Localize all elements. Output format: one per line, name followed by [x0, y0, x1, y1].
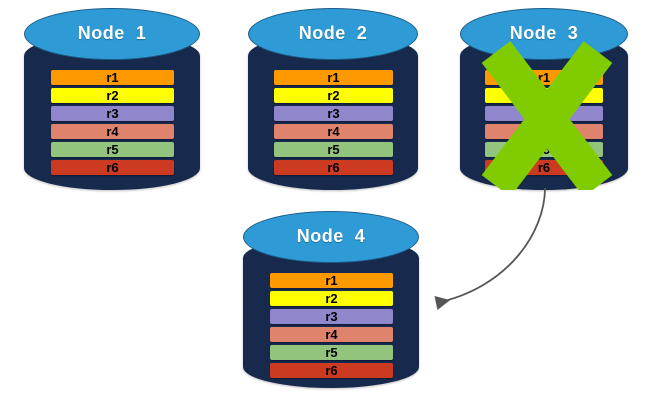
arrow-path	[434, 187, 546, 311]
row-bar[interactable]: r2	[485, 88, 603, 103]
node-cylinder-1[interactable]: Node 1 r1 r2 r3 r4 r5 r6	[24, 8, 200, 190]
node-title: Node 3	[509, 23, 579, 43]
row-bar[interactable]: r6	[51, 160, 174, 175]
node-cylinder-3[interactable]: Node 3 r1 r2 r3 r4 r5 r6	[460, 8, 628, 190]
row-bar[interactable]: r5	[51, 142, 174, 157]
cylinder-top-disc	[248, 8, 418, 60]
row-bar[interactable]: r2	[270, 291, 393, 306]
cylinder-top-disc	[243, 211, 419, 263]
node-title: Node 4	[296, 226, 366, 246]
row-bar[interactable]: r5	[270, 345, 393, 360]
row-bar[interactable]: r6	[270, 363, 393, 378]
row-bar[interactable]: r1	[270, 273, 393, 288]
node-title: Node 1	[77, 23, 147, 43]
row-bar[interactable]: r1	[485, 70, 603, 85]
cylinder-top-disc	[24, 8, 200, 60]
row-bar[interactable]: r3	[270, 309, 393, 324]
row-bar[interactable]: r4	[485, 124, 603, 139]
row-bar[interactable]: r3	[51, 106, 174, 121]
row-bar[interactable]: r3	[485, 106, 603, 121]
row-bar[interactable]: r1	[274, 70, 393, 85]
node-cylinder-2[interactable]: Node 2 r1 r2 r3 r4 r5 r6	[248, 8, 418, 190]
node-cylinder-4[interactable]: Node 4 r1 r2 r3 r4 r5 r6	[243, 211, 419, 388]
row-bar[interactable]: r5	[274, 142, 393, 157]
row-bar[interactable]: r1	[51, 70, 174, 85]
row-bar[interactable]: r2	[274, 88, 393, 103]
row-bar[interactable]: r4	[51, 124, 174, 139]
row-bar[interactable]: r6	[274, 160, 393, 175]
node-title: Node 2	[298, 23, 368, 43]
row-bar[interactable]: r4	[270, 327, 393, 342]
row-bar[interactable]: r4	[274, 124, 393, 139]
row-bar[interactable]: r5	[485, 142, 603, 157]
row-bar[interactable]: r3	[274, 106, 393, 121]
row-bar[interactable]: r2	[51, 88, 174, 103]
row-bar[interactable]: r6	[485, 160, 603, 175]
